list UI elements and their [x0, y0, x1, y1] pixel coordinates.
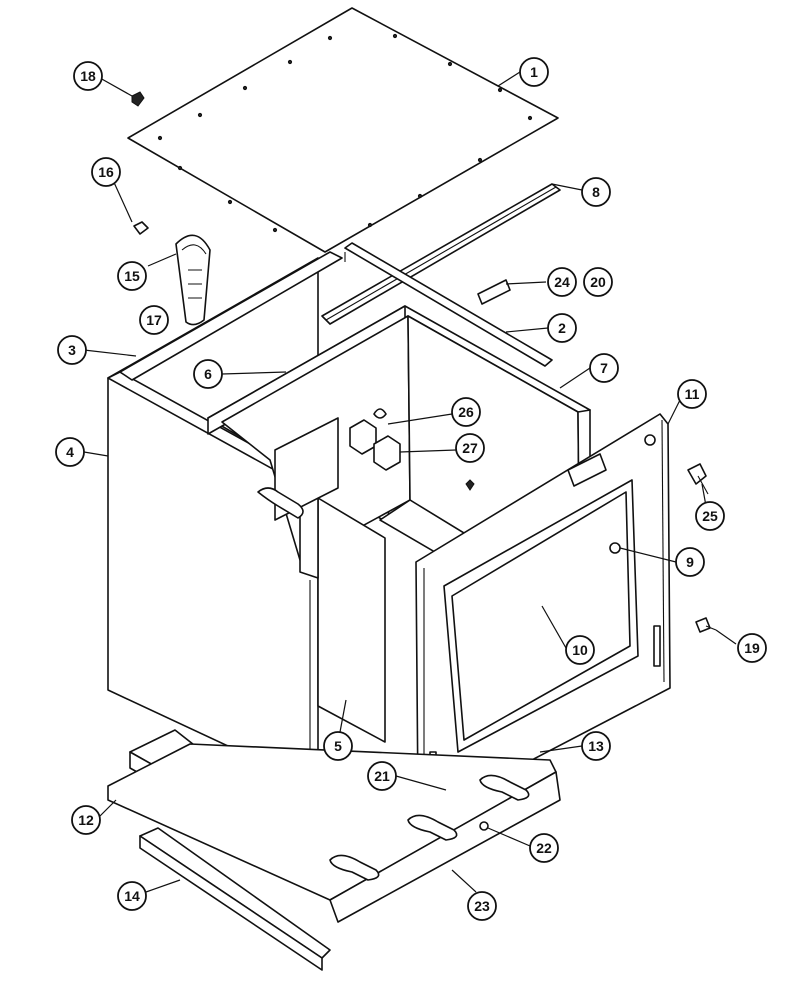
cord-and-clip-parts: [131, 91, 511, 326]
callout-15-label: 15: [124, 268, 140, 284]
callout-18: 18: [73, 61, 103, 91]
callout-4: 4: [55, 437, 85, 467]
callout-19-label: 19: [744, 640, 760, 656]
callout-24-label: 24: [554, 274, 570, 290]
back-frame-part: [344, 242, 553, 367]
callout-4-label: 4: [66, 444, 74, 460]
callout-6-label: 6: [204, 366, 212, 382]
callout-21-label: 21: [374, 768, 390, 784]
callout-5: 5: [323, 731, 353, 761]
callout-25-label: 25: [702, 508, 718, 524]
callout-16: 16: [91, 157, 121, 187]
callout-20-label: 20: [590, 274, 606, 290]
callout-11-label: 11: [685, 386, 700, 402]
callout-leaders: [83, 71, 737, 893]
callout-bubbles: 1 2 3 4 5 6 7 8 9 10 11 12 13 14 15 16 1…: [55, 57, 767, 921]
callout-7: 7: [589, 353, 619, 383]
callout-7-label: 7: [600, 360, 608, 376]
callout-13: 13: [581, 731, 611, 761]
callout-24: 24: [547, 267, 577, 297]
callout-16-label: 16: [98, 164, 114, 180]
callout-12-label: 12: [78, 812, 94, 828]
callout-9: 9: [675, 547, 705, 577]
callout-22: 22: [529, 833, 559, 863]
callout-1-label: 1: [530, 64, 538, 80]
callout-17: 17: [139, 305, 169, 335]
callout-1: 1: [519, 57, 549, 87]
callout-2: 2: [547, 313, 577, 343]
callout-22-label: 22: [536, 840, 552, 856]
switch-box-parts: [349, 408, 475, 491]
callout-13-label: 13: [588, 738, 604, 754]
callout-3: 3: [57, 335, 87, 365]
callout-8: 8: [581, 177, 611, 207]
callout-23-label: 23: [474, 898, 490, 914]
callout-27-label: 27: [462, 440, 478, 456]
callout-26-label: 26: [458, 404, 474, 420]
callout-10-label: 10: [572, 642, 588, 658]
top-panel-part: [127, 7, 559, 253]
callout-14-label: 14: [124, 888, 140, 904]
callout-8-label: 8: [592, 184, 600, 200]
callout-26: 26: [451, 397, 481, 427]
callout-12: 12: [71, 805, 101, 835]
callout-21: 21: [367, 761, 397, 791]
fastener-parts: [609, 463, 717, 633]
callout-25: 25: [695, 501, 725, 531]
callout-15: 15: [117, 261, 147, 291]
callout-27: 27: [455, 433, 485, 463]
callout-10: 10: [565, 635, 595, 665]
callout-3-label: 3: [68, 342, 76, 358]
top-rail-part: [321, 183, 561, 325]
callout-5-label: 5: [334, 738, 342, 754]
callout-14: 14: [117, 881, 147, 911]
callout-11: 11: [677, 379, 707, 409]
callout-9-label: 9: [686, 554, 694, 570]
callout-20: 20: [583, 267, 613, 297]
callout-23: 23: [467, 891, 497, 921]
callout-19: 19: [737, 633, 767, 663]
callout-6: 6: [193, 359, 223, 389]
callout-17-label: 17: [146, 312, 162, 328]
callout-18-label: 18: [80, 68, 96, 84]
base-assembly-part: [107, 729, 561, 971]
callout-2-label: 2: [558, 320, 566, 336]
front-frame-part: [415, 413, 671, 813]
